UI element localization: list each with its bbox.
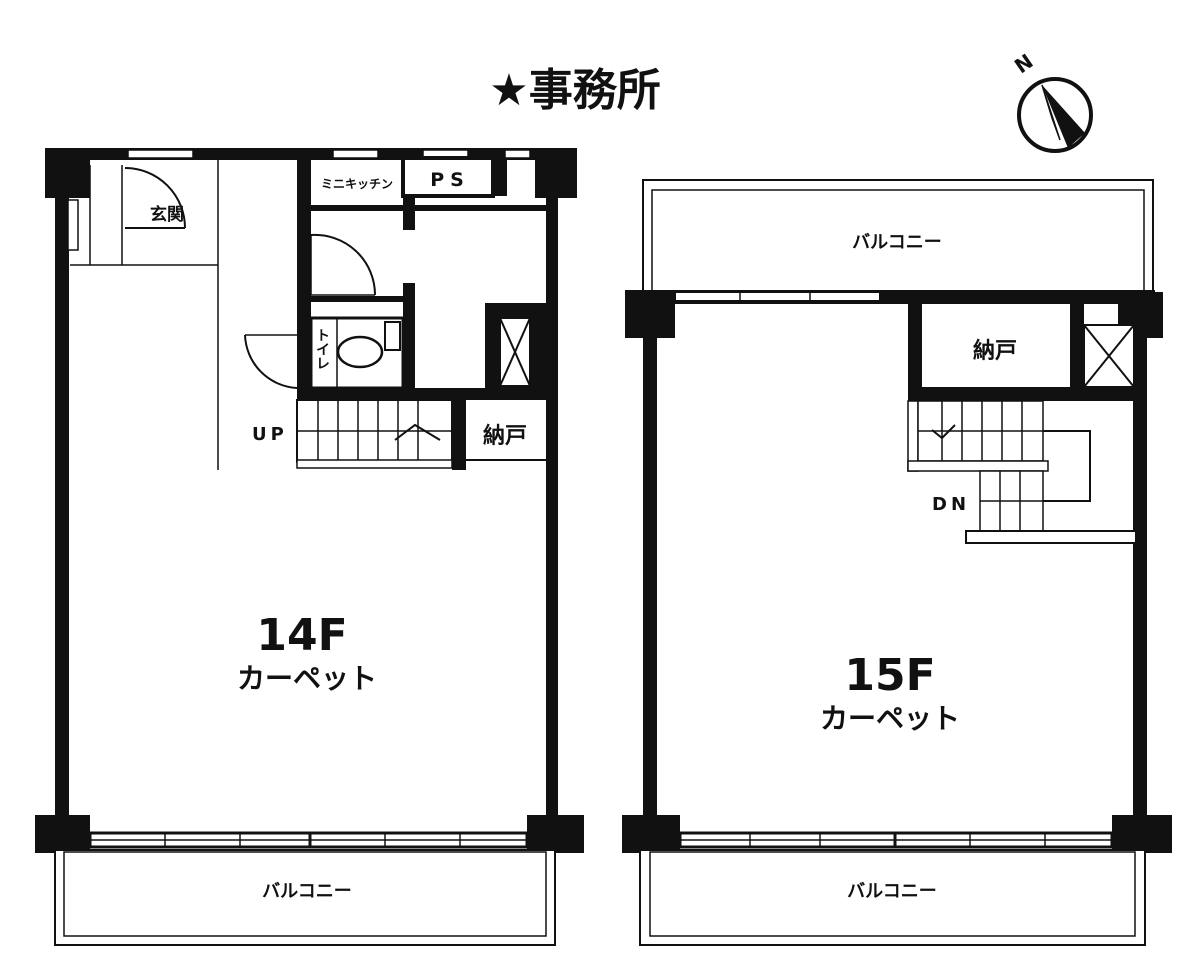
floor-15-name: 15F (844, 650, 935, 701)
page-title: ★事務所 (489, 65, 660, 116)
pillar-14-tl (45, 148, 90, 198)
stairs-up-label: UP (252, 424, 288, 445)
floor-14-name: 14F (256, 610, 347, 661)
balcony-15-top-label: バルコニー (852, 232, 942, 253)
pillar-14-br (527, 815, 584, 853)
pillar-15-tl (625, 290, 675, 338)
pillar-14-bl (35, 815, 90, 853)
compass-letter: N (1010, 49, 1037, 78)
floor-14-carpet: カーペット (237, 662, 377, 695)
pillar-15-br (1112, 815, 1172, 853)
balcony-15-top (642, 179, 1154, 296)
floor-15-carpet: カーペット (820, 702, 960, 735)
pillar-14-tr (535, 148, 577, 198)
pillar-15-bl (622, 815, 680, 853)
floor-15-plan: バルコニー 納戸 (622, 179, 1172, 946)
compass-needle-light (1041, 84, 1061, 141)
balcony-15-bottom (639, 849, 1146, 946)
balcony-14-label: バルコニー (262, 881, 352, 902)
balcony-14 (54, 849, 556, 946)
toilet-icon (336, 335, 384, 369)
compass-needle-icon (1042, 85, 1085, 148)
stairs-down-label: DN (932, 494, 970, 515)
compass: N (1010, 49, 1093, 153)
balcony-15-bottom-label: バルコニー (847, 881, 937, 902)
storage-14-label: 納戸 (483, 423, 527, 449)
wall-14-left (55, 148, 69, 838)
wall-kitchen-left (297, 158, 311, 393)
floor-14-plan: 玄関 ミニキッチン PS トイレ (35, 148, 584, 946)
entrance-label: 玄関 (150, 204, 184, 225)
wall-14-right (546, 148, 558, 838)
toilet-label: トイレ (314, 328, 330, 370)
storage-15-label: 納戸 (973, 338, 1017, 364)
kitchen-label: ミニキッチン (321, 177, 393, 191)
ps-label: PS (430, 169, 470, 191)
